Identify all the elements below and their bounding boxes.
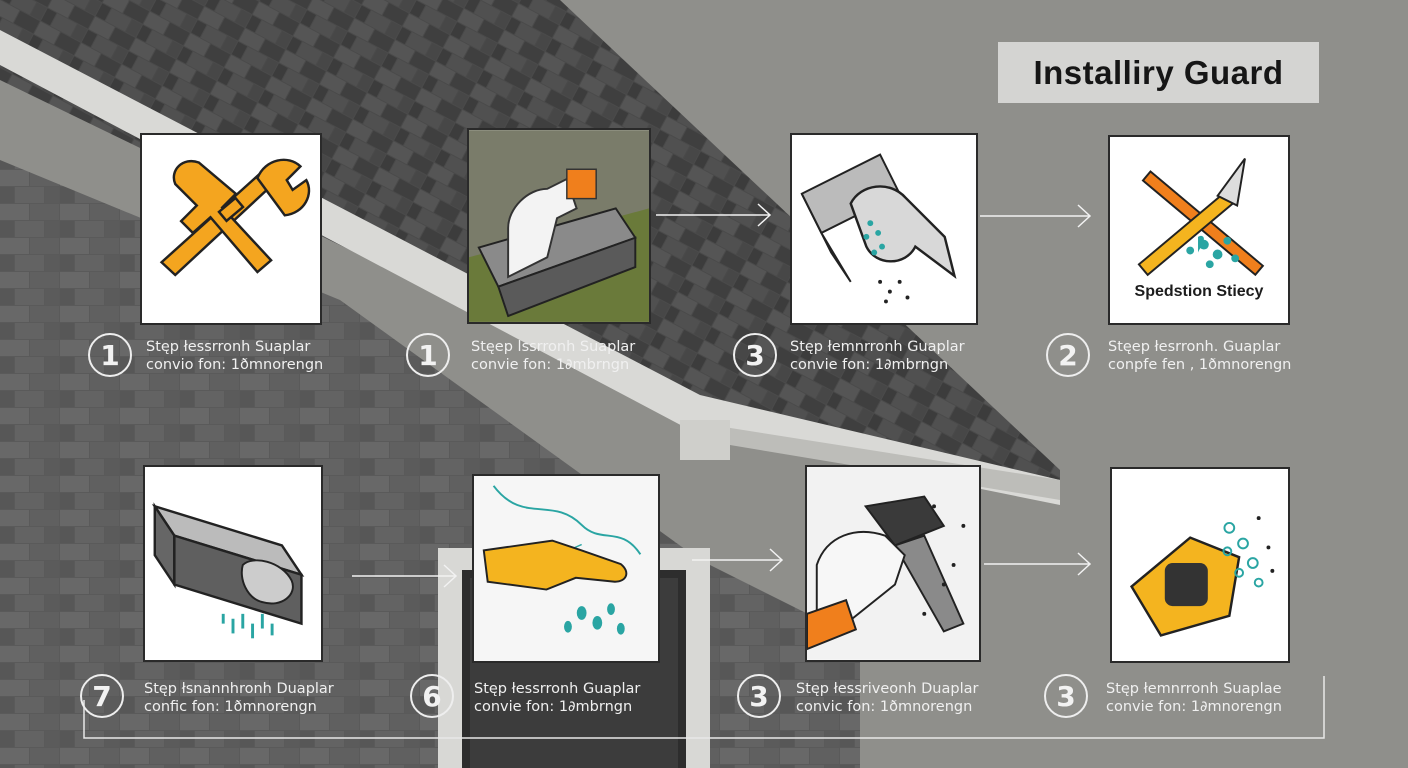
sealant-gun-icon <box>1129 516 1275 637</box>
step-line-1: Stęp łemnrronh Guaplar <box>790 339 965 355</box>
arrow-right-icon <box>980 204 1092 228</box>
step-card-7 <box>805 465 981 662</box>
step-line-2: convie fon: 1∂mbrngn <box>474 699 633 715</box>
step-line-1: Stęep łesrronh. Guaplar <box>1108 339 1281 355</box>
step-number: 7 <box>80 674 124 718</box>
step-line-2: convio fon: 1ðmnorengn <box>146 357 324 373</box>
step-line-2: convie fon: 1∂mbrngn <box>471 357 630 373</box>
hand-tool-icon <box>807 467 979 660</box>
arrow-right-icon <box>984 552 1092 576</box>
step-description: Stęep lssrronh Suaplar convie fon: 1∂mbr… <box>471 338 635 374</box>
step-description: Stęp łemnrronh Suaplae convie fon: 1∂mno… <box>1106 680 1282 716</box>
step-card-5 <box>143 465 323 662</box>
gutter-end-cap-icon <box>800 153 957 304</box>
step-description: Stęp łsnannhronh Duaplar confic fon: 1ðm… <box>144 680 334 716</box>
step-card-3 <box>790 133 978 325</box>
arrow-right-icon <box>692 548 784 572</box>
card-caption: Spedstion Stiecy <box>1134 283 1264 300</box>
step-card-1 <box>140 133 322 325</box>
gutter-channel-icon <box>151 502 305 639</box>
step-line-1: Stęep lssrronh Suaplar <box>471 339 636 355</box>
step-number: 6 <box>410 674 454 718</box>
gloved-hand-gutter-icon <box>469 130 649 322</box>
arrow-right-icon <box>656 203 772 227</box>
step-card-8 <box>1110 467 1290 663</box>
step-card-4: Spedstion Stiecy <box>1108 135 1290 325</box>
step-number: 3 <box>1044 674 1088 718</box>
step-line-1: Stęp łessriveonh Duaplar <box>796 681 979 697</box>
step-description: Stęep łesrronh. Guaplar conpfe fen , 1ðm… <box>1108 338 1291 374</box>
screwdriver-knife-water-icon <box>1137 158 1265 277</box>
page-title: Installiry Guard <box>998 42 1319 103</box>
step-card-2 <box>467 128 651 324</box>
step-line-2: confic fon: 1ðmnorengn <box>144 699 317 715</box>
step-line-2: convie fon: 1∂mbrngn <box>790 357 949 373</box>
step-number: 3 <box>737 674 781 718</box>
step-number: 1 <box>406 333 450 377</box>
step-line-1: Stęp łessrronh Suaplar <box>146 339 311 355</box>
step-line-1: Stęp łessrronh Guaplar <box>474 681 641 697</box>
gloved-hand-splash-icon <box>474 476 658 661</box>
step-number: 2 <box>1046 333 1090 377</box>
wrench-screwdriver-icon <box>159 158 311 277</box>
step-line-1: Stęp łsnannhronh Duaplar <box>144 681 334 697</box>
step-line-2: convic fon: 1ðmnorengn <box>796 699 973 715</box>
step-description: Stęp łessriveonh Duaplar convic fon: 1ðm… <box>796 680 978 716</box>
step-card-6 <box>472 474 660 663</box>
step-line-2: conpfe fen , 1ðmnorengn <box>1108 357 1292 373</box>
step-number: 3 <box>733 333 777 377</box>
arrow-right-icon <box>352 564 458 588</box>
step-description: Stęp łessrronh Guaplar convie fon: 1∂mbr… <box>474 680 640 716</box>
step-line-1: Stęp łemnrronh Suaplae <box>1106 681 1282 697</box>
step-description: Stęp łessrronh Suaplar convio fon: 1ðmno… <box>146 338 323 374</box>
step-number: 1 <box>88 333 132 377</box>
step-description: Stęp łemnrronh Guaplar convie fon: 1∂mbr… <box>790 338 965 374</box>
step-line-2: convie fon: 1∂mnorengn <box>1106 699 1282 715</box>
